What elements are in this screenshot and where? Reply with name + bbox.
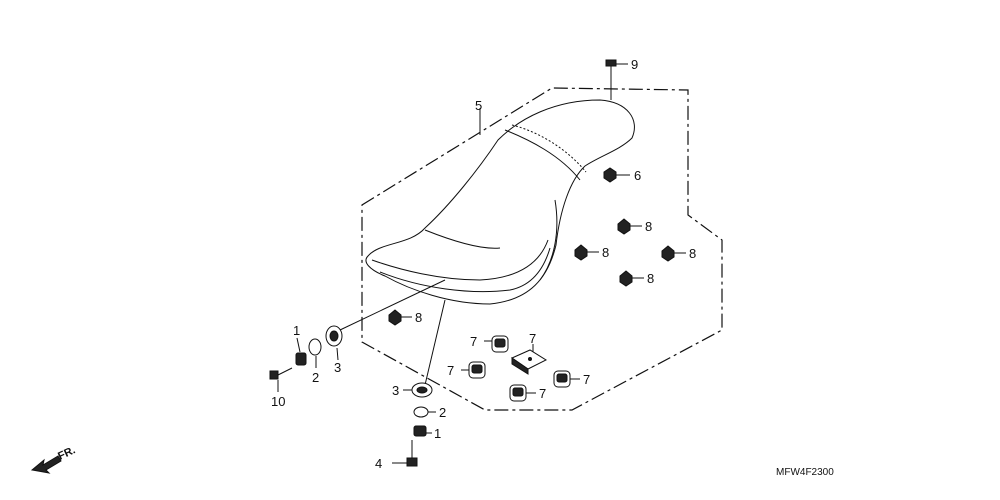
callout-7-c: 7: [583, 372, 590, 387]
bolt-9: [605, 59, 617, 100]
callout-7-b: 7: [447, 363, 454, 378]
callout-2-left: 2: [312, 370, 319, 385]
nuts-8: [388, 218, 675, 326]
callout-1-left: 1: [293, 323, 300, 338]
callout-9: 9: [631, 57, 638, 72]
callout-2-bottom: 2: [439, 405, 446, 420]
callout-7-a: 7: [470, 334, 477, 349]
callout-8-c: 8: [689, 246, 696, 261]
callout-8-d: 8: [647, 271, 654, 286]
assembly-boundary: [361, 87, 723, 411]
leader-lines: [277, 63, 686, 464]
callout-5: 6: [634, 168, 641, 183]
bottom-mount-hardware: [406, 382, 433, 467]
leader-line: [424, 299, 446, 386]
callout-1-bottom: 1: [434, 426, 441, 441]
callout-3-left: 3: [334, 360, 341, 375]
seat-illustration: [365, 99, 635, 305]
callout-6: 7: [529, 331, 536, 346]
callout-7-d: 7: [539, 386, 546, 401]
callout-10-bottom: 4: [375, 456, 382, 471]
front-direction-label: FR.: [56, 444, 77, 462]
callout-8-a: 8: [645, 219, 652, 234]
nut-5: [603, 167, 617, 183]
callout-3-bottom: 3: [392, 383, 399, 398]
front-direction-arrow: FR.: [30, 444, 77, 474]
callout-8-e: 8: [415, 310, 422, 325]
callout-4: 5: [475, 98, 482, 113]
left-mount-hardware: [269, 325, 343, 380]
callout-8-b: 8: [602, 245, 609, 260]
leader-line: [339, 279, 446, 331]
callout-10-left: 10: [271, 394, 285, 409]
bracket-6: [510, 349, 548, 375]
drawing-code: MFW4F2300: [776, 467, 834, 478]
